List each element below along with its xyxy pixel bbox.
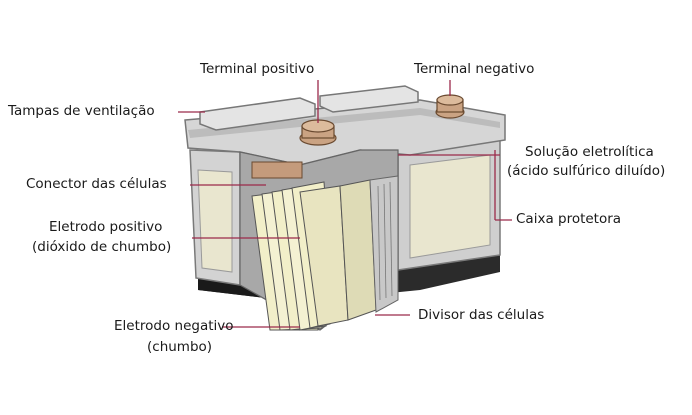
label-caixa-protetora: Caixa protetora (516, 211, 622, 227)
label-divisor-celulas: Divisor das células (418, 307, 545, 323)
cell-divider-wall (369, 175, 399, 313)
label-conector-celulas: Conector das células (26, 176, 167, 192)
label-eletrodo-positivo: Eletrodo positivo (49, 219, 163, 235)
leader-lines (178, 80, 512, 328)
cell-connector (251, 161, 303, 179)
vent-cap-left (199, 97, 316, 131)
label-acido-sulfurico: (ácido sulfúrico diluído) (507, 163, 666, 179)
label-solucao-eletrolitica: Solução eletrolítica (525, 144, 654, 160)
label-eletrodo-negativo: Eletrodo negativo (114, 318, 234, 334)
label-terminal-negativo: Terminal negativo (414, 61, 535, 77)
label-dioxido-chumbo: (dióxido de chumbo) (32, 239, 172, 255)
label-tampas-ventilacao: Tampas de ventilação (8, 103, 155, 119)
vent-cap-right (319, 85, 419, 113)
label-terminal-positivo: Terminal positivo (200, 61, 315, 77)
label-chumbo: (chumbo) (147, 339, 213, 355)
negative-electrode-plates (299, 179, 377, 327)
